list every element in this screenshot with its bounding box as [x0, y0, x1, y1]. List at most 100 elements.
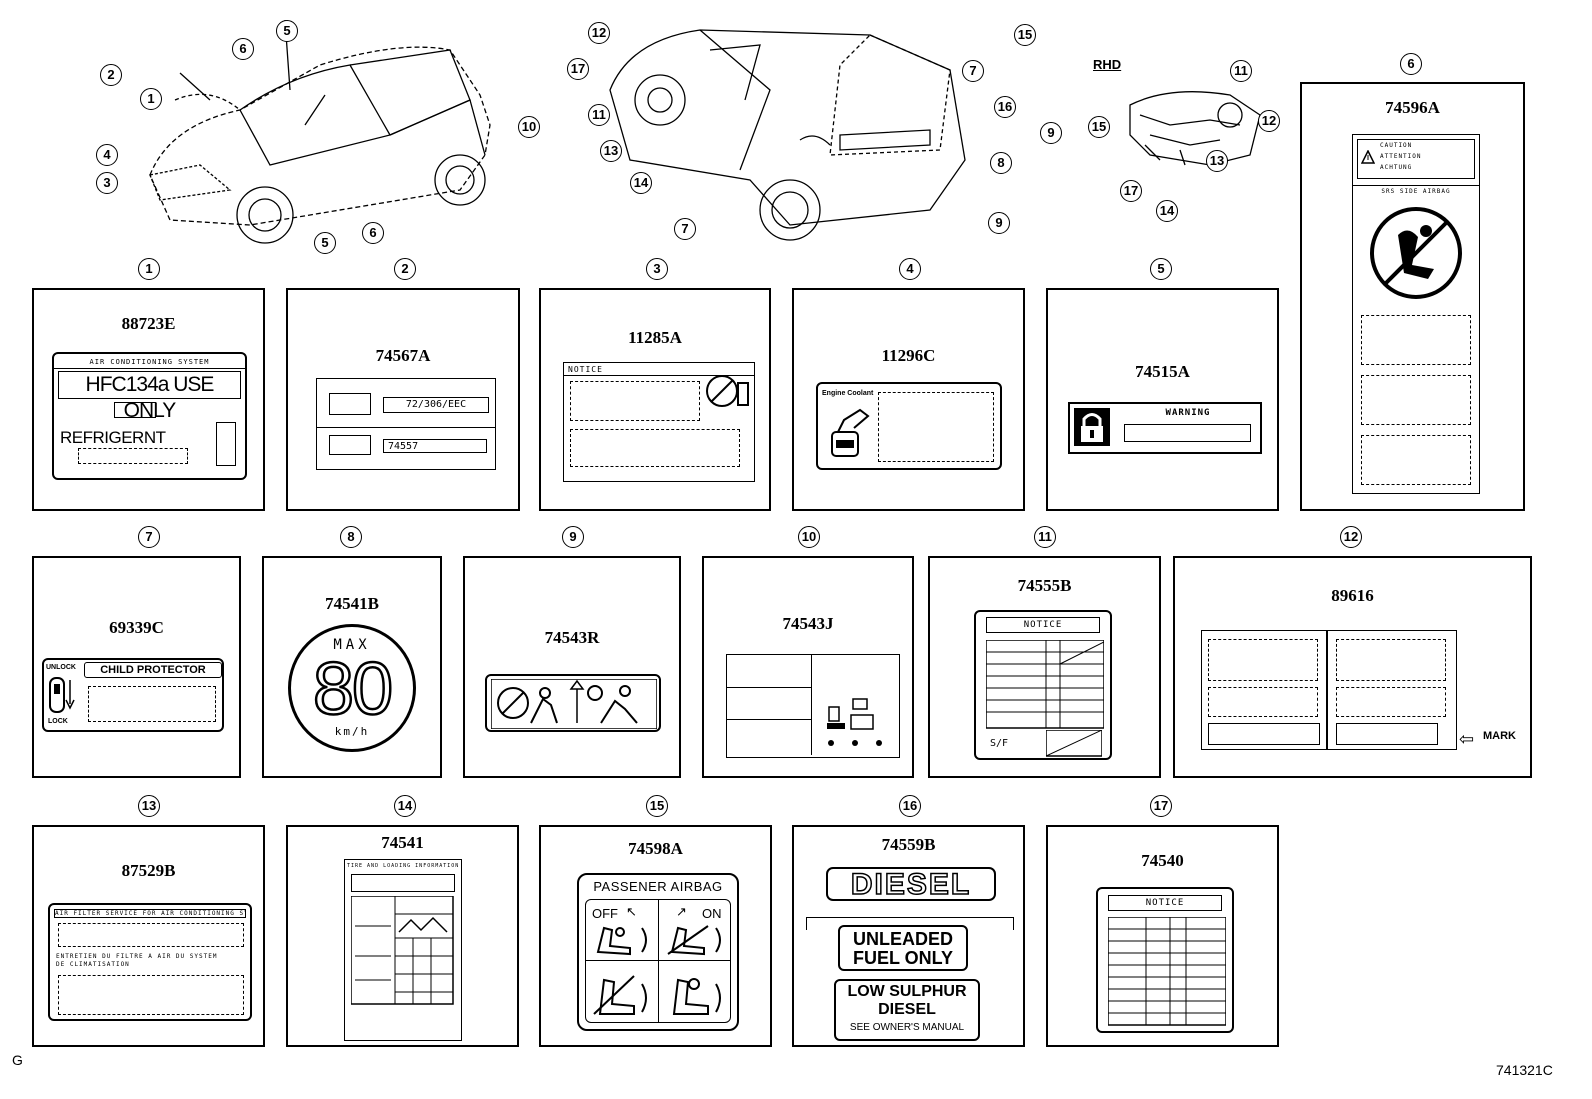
part-number: 74596A: [1385, 98, 1440, 117]
callout-5: 5: [1150, 258, 1172, 280]
notice-text-block: [570, 381, 700, 421]
fuse-block-1: [1208, 639, 1318, 681]
panel-4: 11296C Engine Coolant: [792, 288, 1025, 511]
side-airbag-text-3: [1361, 435, 1471, 485]
warning-text-box: [1124, 424, 1251, 442]
callout-15: 15: [646, 795, 668, 817]
air-filter-text-block-2: [58, 975, 244, 1015]
pa-hdivider: [586, 960, 730, 961]
notice-table-grid: [1108, 917, 1226, 1026]
part-number: 69339C: [109, 618, 164, 637]
callout-10: 10: [798, 526, 820, 548]
overview-callout-car2: 9: [1040, 122, 1062, 144]
part-number: 74543J: [782, 614, 834, 633]
caution-box: CAUTION ATTENTION ACHTUNG: [1357, 139, 1475, 179]
callout-13: 13: [138, 795, 160, 817]
tire-info-header: TIRE AND LOADING INFORMATION: [347, 863, 459, 869]
overview-callout-car1: 5: [276, 20, 298, 42]
notice-label-17: NOTICE: [1096, 887, 1234, 1033]
passenger-airbag-header: PASSENER AIRBAG: [593, 879, 723, 894]
side-airbag-label: CAUTION ATTENTION ACHTUNG SRS SIDE AIRBA…: [1352, 134, 1480, 494]
tire-info-box: [351, 874, 455, 892]
unleaded-line2: FUEL ONLY: [852, 948, 954, 968]
overview-callout-car1: 6: [232, 38, 254, 60]
air-filter-line1: AIR FILTER SERVICE FOR AIR CONDITIONING …: [54, 909, 246, 918]
footer-left-code: G: [12, 1052, 23, 1068]
side-airbag-text-1: [1361, 315, 1471, 365]
pa-off-arrow-icon: ↖: [626, 904, 637, 919]
pa-on-arrow-icon: ↗: [676, 904, 687, 919]
cert-label: 72/306/EEC 74557: [316, 378, 496, 470]
panel-14: 74541 TIRE AND LOADING INFORMATION: [286, 825, 519, 1047]
part-number: 88723E: [121, 314, 176, 333]
ac-side-box: [216, 422, 236, 466]
callout-17: 17: [1150, 795, 1172, 817]
unleaded-line1: UNLEADED: [852, 929, 953, 949]
air-filter-line2: ENTRETIEN DU FILTRE A AIR DU SYSTEM: [56, 953, 218, 960]
overview-callout-car1: 10: [518, 116, 540, 138]
panel-5: 74515A WARNING: [1046, 288, 1279, 511]
callout-3: 3: [646, 258, 668, 280]
panel-9: 74543R: [463, 556, 681, 778]
notice-header: NOTICE: [986, 617, 1100, 633]
cert-box: [329, 393, 371, 415]
part-number: 87529B: [121, 861, 176, 880]
panel-10: 74543J: [702, 556, 914, 778]
overview-callout-car1: 3: [96, 172, 118, 194]
low-sulphur-line3: SEE OWNER'S MANUAL: [849, 1022, 965, 1033]
rear-seat-on-icon: [667, 925, 721, 956]
speed-unit: km/h: [334, 725, 370, 738]
fuse-block-3: [1208, 687, 1318, 717]
callout-8: 8: [340, 526, 362, 548]
speed-value: 80: [312, 647, 395, 730]
coolant-label: Engine Coolant: [816, 382, 1002, 470]
panel-8: 74541B MAX 80 km/h: [262, 556, 442, 778]
warning-header: WARNING: [1165, 408, 1211, 418]
ac-value-box: [78, 448, 188, 464]
panel-3: 11285A NOTICE: [539, 288, 771, 511]
rear-seat-off-icon: [596, 926, 647, 956]
coolant-header: Engine Coolant: [822, 390, 874, 397]
passenger-airbag-grid: OFF ↖ ↗ ON: [585, 899, 731, 1023]
ac-sub: REFRIGERNT: [60, 428, 166, 447]
passenger-airbag-label: PASSENER AIRBAG OFF ↖ ↗ ON: [577, 873, 739, 1031]
coolant-jug-icon: [831, 408, 870, 457]
overview-callout-dash: 14: [1156, 200, 1178, 222]
coolant-text-block: [878, 392, 994, 462]
pa-off-text: OFF: [592, 906, 618, 921]
pa-on-text: ON: [702, 906, 722, 921]
notice-footer: S/F: [990, 738, 1009, 749]
speed-limit-circle: MAX 80 km/h: [288, 624, 416, 752]
callout-7: 7: [138, 526, 160, 548]
overview-callout-dash: 13: [1206, 150, 1228, 172]
lock-text: LOCK: [48, 718, 68, 725]
part-number: 74559B: [881, 835, 936, 854]
fuse-label: [1201, 630, 1457, 750]
notice-header: NOTICE: [1108, 895, 1222, 911]
tire-info-label: TIRE AND LOADING INFORMATION: [344, 859, 462, 1041]
overview-callout-car2: 7: [962, 60, 984, 82]
front-seat-on-icon: [672, 978, 721, 1015]
child-protector-label: UNLOCK CHILD PROTECTOR LOCK: [42, 658, 224, 732]
panel-16: 74559B DIESEL UNLEADED FUEL ONLY LOW SUL…: [792, 825, 1025, 1047]
load-row-2: [727, 719, 811, 720]
notice-text-block-2: [570, 429, 740, 467]
callout-16: 16: [899, 795, 921, 817]
overview-callout-car1: 5: [314, 232, 336, 254]
part-number: 74541: [381, 833, 424, 852]
no-tool-icon: [706, 375, 749, 407]
overview-callout-car2: 8: [990, 152, 1012, 174]
panel-7: 69339C UNLOCK CHILD PROTECTOR LOCK: [32, 556, 241, 778]
part-number: 74555B: [1017, 576, 1072, 595]
tire-info-table: [351, 896, 454, 1005]
panel-17: 74540 NOTICE: [1046, 825, 1279, 1047]
fuel-bracket: [806, 917, 1014, 930]
air-filter-text-block: [58, 923, 244, 947]
padlock-icon: [1074, 408, 1110, 446]
callout-2: 2: [394, 258, 416, 280]
cert-line1: 72/306/EEC: [383, 397, 489, 413]
fuse-block-4: [1336, 687, 1446, 717]
callout-12: 12: [1340, 526, 1362, 548]
overview-callout-dash: 12: [1258, 110, 1280, 132]
panel-11: 74555B NOTICE S/F: [928, 556, 1161, 778]
